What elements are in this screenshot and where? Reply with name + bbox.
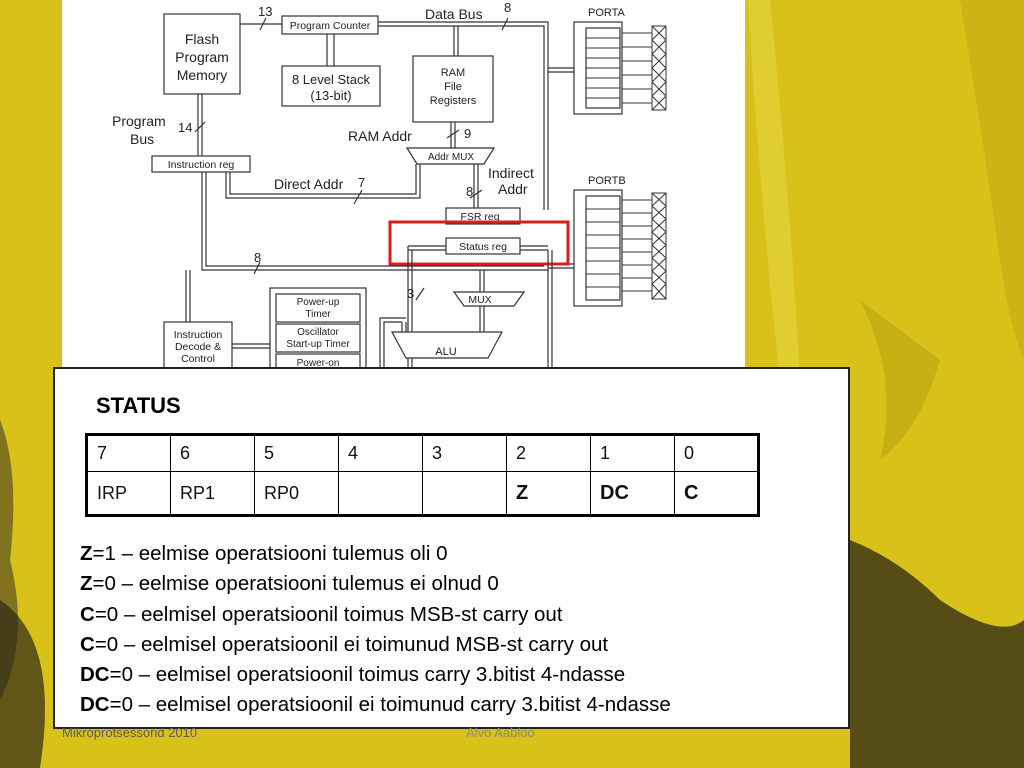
status-bits-table: 7 6 5 4 3 2 1 0 IRP RP1 RP0 Z DC C [85,433,760,517]
flash-label-2: Program [175,49,229,65]
addr-mux-label: Addr MUX [428,152,474,163]
data-bus-label: Data Bus [425,6,483,22]
timer-label-5: Power-on [297,358,340,369]
fsr-reg-block [445,207,521,225]
mux-block [452,291,526,307]
status-reg-label: Status reg [459,241,507,253]
flag-name: DC [80,663,110,687]
flag-description: C=0 – eelmisel operatsioonil toimus MSB-… [80,600,671,630]
timer-label-4: Start-up Timer [286,339,350,350]
bit-name [422,471,507,516]
bit-number: 4 [338,434,423,472]
flag-name: Z [80,542,93,565]
program-bus-label-2: Bus [130,131,154,147]
porta-label: PORTA [588,7,626,19]
pc-width-label: 13 [258,4,272,19]
bit-name: C [674,471,759,516]
flag-name: C [80,632,95,656]
flag-descriptions: Z=1 – eelmise operatsiooni tulemus oli 0… [80,539,671,721]
alu-sel-width-label: 3 [407,286,414,301]
indirect-addr-label-2: Addr [498,181,528,197]
bit-number: 6 [170,434,255,472]
bit-name: RP1 [170,471,255,516]
direct-width-label: 7 [358,175,365,190]
bit-name: DC [590,471,675,516]
ram-label-2: File [444,81,462,93]
bit-name [338,471,423,516]
portb-pins [622,192,667,300]
bit-number: 7 [86,434,171,472]
footer-course: Mikroprotsessorid 2010 [62,725,198,740]
stack-label-1: 8 Level Stack [292,72,371,87]
ram-label-3: Registers [430,95,477,107]
timer-label-3: Oscillator [297,327,339,338]
indirect-addr-label-1: Indirect [488,165,534,181]
bit-number: 0 [674,434,759,472]
footer-author: Alvo Aabloo [466,725,535,740]
decode-label-1: Instruction [174,329,223,341]
flag-text: =0 – eelmisel operatsioonil ei toimunud … [94,632,609,656]
bit-name: RP0 [254,471,339,516]
instruction-reg-block [151,155,251,173]
program-counter-block [281,15,379,35]
alu-label: ALU [435,346,456,358]
ram-label-1: RAM [441,67,465,79]
timer-label-2: Timer [305,309,331,320]
ram-addr-label: RAM Addr [348,128,412,144]
block-diagram: Flash Program Memory Program Counter 13 … [62,0,745,370]
program-width-label: 14 [178,120,192,135]
status-register-panel: STATUS 7 6 5 4 3 2 1 0 IRP RP1 RP0 Z DC … [53,367,850,729]
stack-label-2: (13-bit) [310,88,351,103]
instruction-decode-block [163,321,233,370]
bus-width-label: 8 [254,250,261,265]
flag-text: =0 – eelmisel operatsioonil toimus carry… [109,663,626,687]
stack-block [281,65,381,107]
flag-text: =0 – eelmise operatsiooni tulemus ei oln… [92,572,499,596]
program-bus-label-1: Program [112,113,166,129]
porta-pins [622,25,667,111]
bit-number: 2 [506,434,591,472]
flag-name: Z [80,572,93,596]
flash-label-3: Memory [177,67,228,83]
flash-memory-block [163,13,241,95]
flag-description: DC=0 – eelmisel operatsioonil toimus car… [80,660,671,690]
status-highlight-box [388,220,570,266]
status-title: STATUS [96,393,181,418]
decode-label-3: Control [181,353,215,365]
flag-text: =0 – eelmisel operatsioonil toimus MSB-s… [94,602,563,626]
bit-name-row: IRP RP1 RP0 Z DC C [86,471,759,516]
flag-description: Z=1 – eelmise operatsiooni tulemus oli 0 [80,539,671,569]
flag-name: DC [80,693,110,717]
flag-description: Z=0 – eelmise operatsiooni tulemus ei ol… [80,569,671,599]
program-counter-label: Program Counter [290,20,371,32]
decode-label-2: Decode & [175,341,221,353]
flag-description: DC=0 – eelmisel operatsioonil ei toimunu… [80,690,671,720]
flag-name: C [80,602,95,626]
ram-addr-width-label: 9 [464,126,471,141]
mux-label: MUX [468,294,491,306]
flag-text: =1 – eelmise operatsiooni tulemus oli 0 [92,542,448,565]
bit-number-row: 7 6 5 4 3 2 1 0 [86,434,759,472]
indirect-width-label: 8 [466,184,473,199]
addr-mux-block [405,147,496,165]
flag-text: =0 – eelmisel operatsioonil ei toimunud … [109,693,671,717]
alu-block [390,331,504,359]
direct-addr-label: Direct Addr [274,176,344,192]
flash-label-1: Flash [185,31,219,47]
bit-number: 3 [422,434,507,472]
fsr-reg-label: FSR reg [460,211,499,223]
portb-label: PORTB [588,175,626,187]
flag-description: C=0 – eelmisel operatsioonil ei toimunud… [80,630,671,660]
instruction-reg-label: Instruction reg [168,159,235,171]
ram-block [412,55,494,123]
timer-label-1: Power-up [297,297,340,308]
bit-name: IRP [86,471,171,516]
bit-number: 1 [590,434,675,472]
bit-name: Z [506,471,591,516]
bit-number: 5 [254,434,339,472]
data-width-label: 8 [504,0,511,15]
